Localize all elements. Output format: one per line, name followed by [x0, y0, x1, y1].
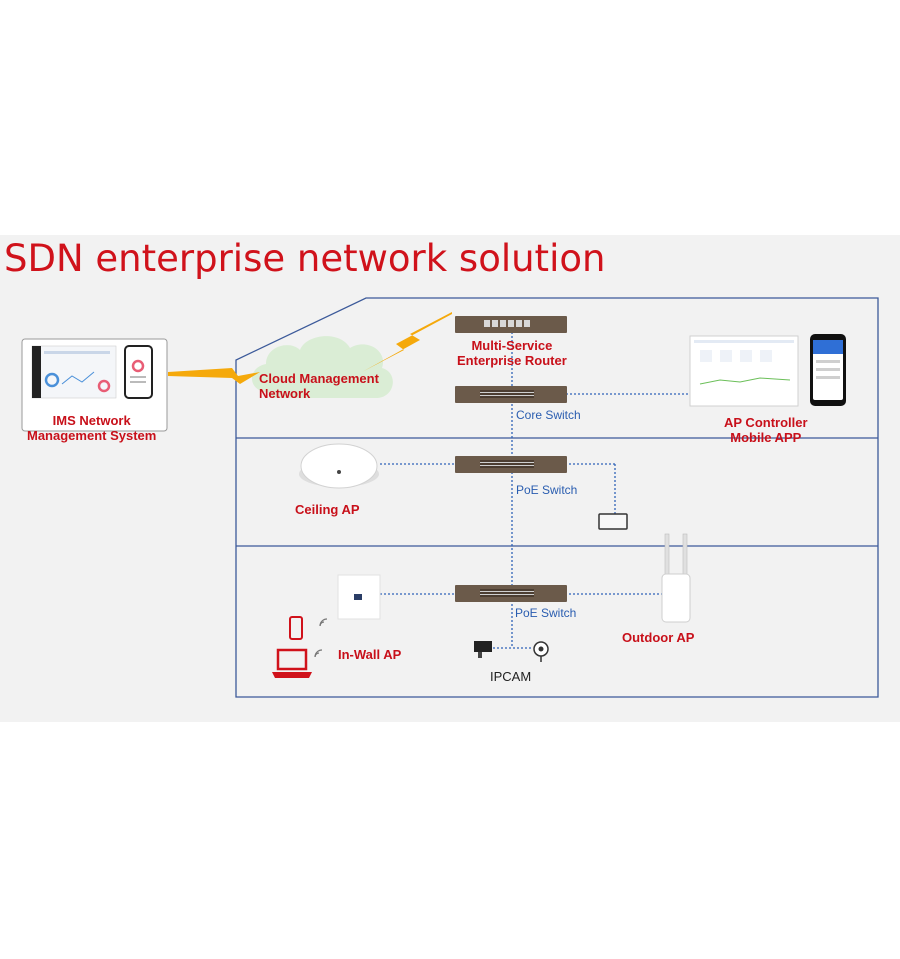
cloud-label: Cloud Management Network	[259, 371, 379, 401]
outdoor-ap-icon	[661, 533, 691, 623]
poe-switch-icon-2	[455, 585, 567, 602]
lightning-icon	[168, 312, 452, 384]
ceiling-ap-label: Ceiling AP	[295, 502, 360, 517]
poe-switch-label-1: PoE Switch	[516, 483, 578, 497]
cloud-icon	[251, 336, 393, 398]
in-wall-ap-label: In-Wall AP	[338, 647, 402, 662]
in-wall-ap-icon	[337, 574, 381, 620]
ipcam-label: IPCAM	[490, 669, 532, 684]
poe-switch-icon-1	[455, 456, 567, 473]
router-label: Multi-Service Enterprise Router	[457, 338, 567, 368]
ims-label: IMS Network Management System	[27, 413, 157, 443]
ap-controller-label: AP Controller Mobile APP	[724, 415, 808, 445]
core-switch-icon	[455, 386, 567, 403]
diagram-background	[0, 235, 900, 722]
poe-switch-label-2: PoE Switch	[515, 606, 577, 620]
network-links	[380, 332, 690, 649]
laptop-icon	[272, 648, 312, 678]
outdoor-ap-label: Outdoor AP	[622, 630, 695, 645]
ceiling-ap-icon	[299, 443, 379, 489]
page-title: SDN enterprise network solution	[4, 237, 606, 280]
router-icon	[455, 316, 567, 333]
ipcam-icon	[474, 641, 549, 662]
zone-frame	[235, 297, 879, 698]
core-switch-label: Core Switch	[516, 408, 581, 422]
ap-controller-image	[689, 334, 846, 407]
wall-device-icon	[598, 513, 628, 530]
wifi-icon	[314, 618, 328, 658]
ims-dashboard-image	[21, 338, 168, 432]
phone-icon	[289, 616, 303, 640]
